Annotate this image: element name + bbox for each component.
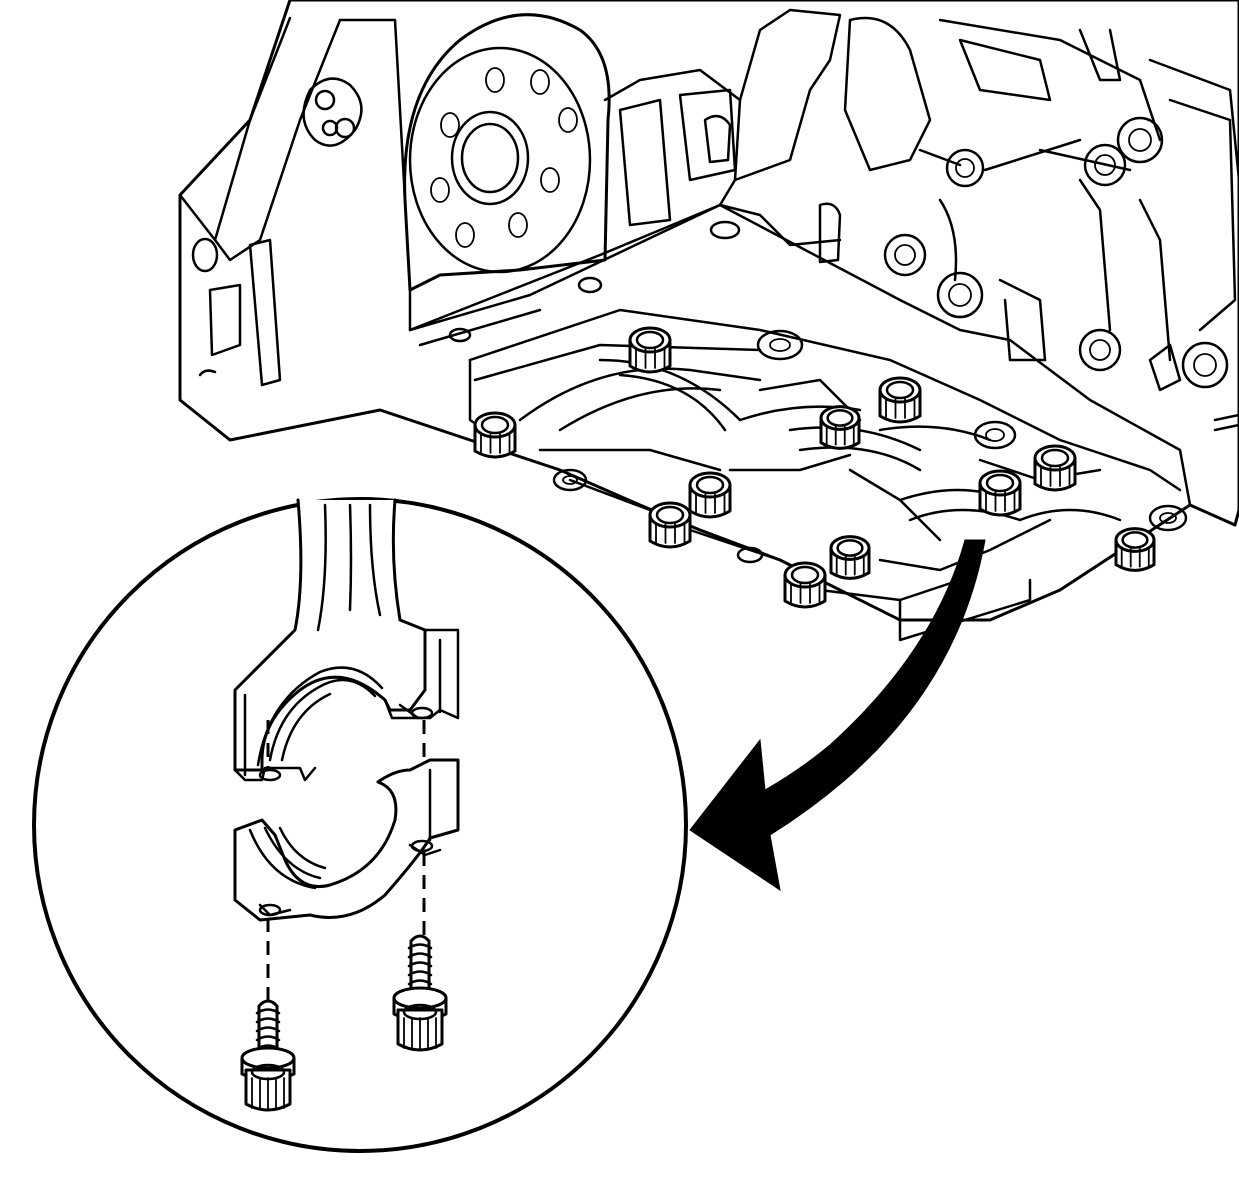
- engine-block: [178, 0, 1239, 622]
- rod-bolt-icon: [1114, 527, 1156, 572]
- rod-bolt-icon: [829, 535, 871, 580]
- magnifier-circle-icon: [32, 497, 688, 1153]
- arrow-icon: [689, 539, 986, 892]
- loose-bolts: [240, 934, 448, 1112]
- rod-bolt-icon: [783, 561, 827, 609]
- rod-bolt-icon: [473, 411, 517, 459]
- block-bolts: [473, 326, 1156, 609]
- rod-bolt-icon: [878, 376, 922, 424]
- rod-bolt-icon: [648, 501, 692, 549]
- rod-bolt-icon: [240, 999, 296, 1112]
- rod-bolt-icon: [978, 469, 1022, 517]
- connecting-rod-detail: [233, 498, 460, 1000]
- rod-bolt-icon: [1033, 444, 1077, 492]
- rod-bolt-icon: [688, 471, 732, 519]
- rod-bolt-icon: [819, 405, 861, 450]
- rod-bolt-icon: [392, 934, 448, 1052]
- rod-bolt-icon: [628, 326, 672, 374]
